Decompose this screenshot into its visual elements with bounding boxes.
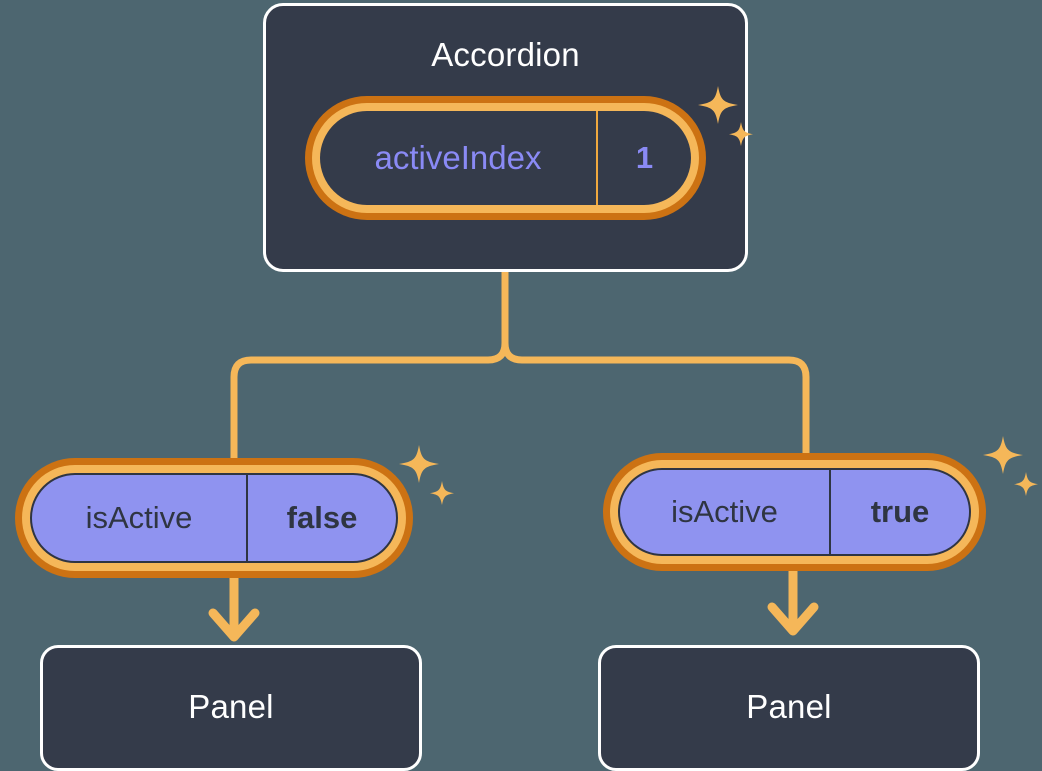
pill-value-label: false xyxy=(286,500,358,535)
sparkle-four-point-small-icon xyxy=(430,481,454,505)
arrow-head-left xyxy=(208,608,260,642)
pill-body: isActive true xyxy=(618,468,971,556)
sparkle-four-point-icon xyxy=(399,445,439,483)
sparkle-four-point-icon xyxy=(983,436,1023,474)
prop-pill-is-active-left[interactable]: isActive false xyxy=(15,458,413,578)
prop-pill-is-active-right[interactable]: isActive true xyxy=(603,453,986,571)
state-pill-active-index[interactable]: activeIndex 1 xyxy=(305,96,706,220)
connector-right-branch xyxy=(501,268,810,462)
pill-inner-ring: isActive false xyxy=(22,465,406,571)
arrow-head-right xyxy=(767,602,819,636)
panel-title-left: Panel xyxy=(188,688,274,725)
pill-key-label: isActive xyxy=(32,475,248,561)
pill-value-label: true xyxy=(870,494,930,529)
pill-key-label: activeIndex xyxy=(320,111,598,205)
pill-body: isActive false xyxy=(30,473,398,563)
connector-left-branch xyxy=(230,268,509,466)
pill-body: activeIndex 1 xyxy=(320,111,691,205)
pill-inner-ring: activeIndex 1 xyxy=(312,103,699,213)
component-card-panel-right[interactable]: Panel xyxy=(598,645,980,771)
pill-key-label: isActive xyxy=(620,470,831,554)
component-card-panel-left[interactable]: Panel xyxy=(40,645,422,771)
sparkle-four-point-small-icon xyxy=(1014,472,1038,496)
sparkle-group-right-pill xyxy=(979,434,1041,504)
accordion-title: Accordion xyxy=(431,36,580,73)
pill-inner-ring: isActive true xyxy=(610,460,979,564)
panel-title-right: Panel xyxy=(746,688,832,725)
pill-value-label: 1 xyxy=(635,140,654,175)
